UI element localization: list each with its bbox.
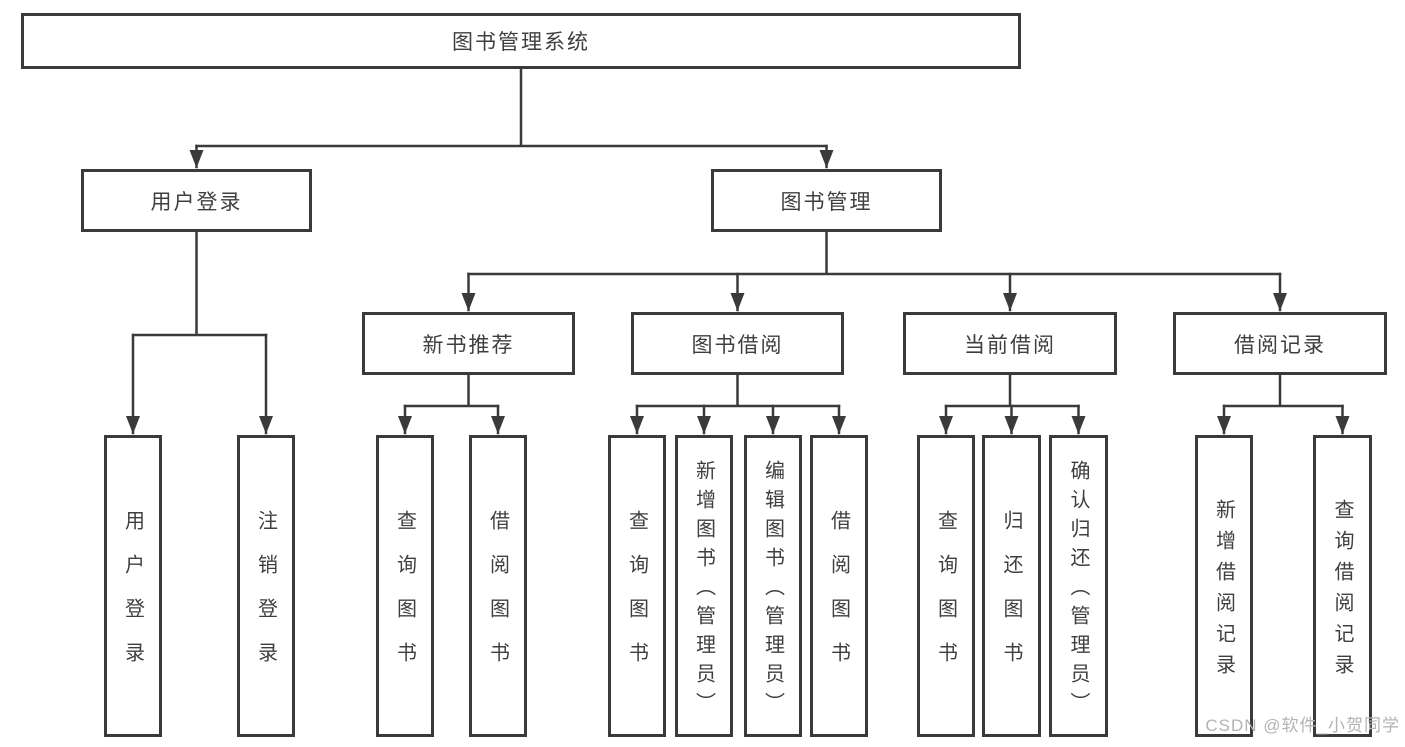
leaf-add-borrow-record: 新增借阅记录 [1195,435,1253,737]
leaf-add-book-admin: 新增图书（管理员） [675,435,733,737]
connector-current-borrow-group [939,373,1086,435]
connector-trunk [1222,373,1344,408]
node-label: 借阅图书 [486,510,509,686]
node-user-login: 用户登录 [81,169,312,232]
leaf-logout: 注销登录 [237,435,295,737]
node-label: 新书推荐 [422,333,515,357]
node-label: 当前借阅 [964,333,1056,357]
leaf-return-book: 归还图书 [982,435,1041,737]
leaf-user-login: 用户登录 [104,435,162,737]
node-label: 借阅记录 [1234,333,1326,357]
node-label: 新增图书（管理员） [692,460,715,721]
leaf-borrow-book: 借阅图书 [810,435,868,737]
node-label: 图书借阅 [691,333,784,357]
node-label: 新增借阅记录 [1212,498,1235,685]
connector-book-mgmt-to-level3 [461,230,1287,312]
connector-trunk [467,230,1282,276]
leaf-query-book-borrow: 查询图书 [608,435,666,737]
node-label: 图书管理 [780,190,873,214]
node-label: 查询图书 [625,510,648,686]
node-label: 查询借阅记录 [1331,498,1353,685]
connector-trunk [131,230,268,337]
node-borrow-record: 借阅记录 [1173,312,1387,375]
leaf-edit-book-admin: 编辑图书（管理员） [744,435,802,737]
node-label: 确认归还（管理员） [1067,460,1089,721]
node-new-book-recommend: 新书推荐 [362,312,575,375]
connector-book-borrow-group [630,373,846,435]
connector-trunk [635,373,841,408]
node-book-management: 图书管理 [711,169,942,232]
node-label: 查询图书 [393,510,416,686]
node-library-system: 图书管理系统 [21,13,1021,69]
connector-trunk [403,373,500,408]
watermark: CSDN @软件_小贺同学 [1205,716,1400,735]
node-label: 归还图书 [1000,510,1022,686]
connector-borrow-record-group [1217,373,1350,435]
connector-root-to-level2 [189,67,834,169]
node-label: 图书管理系统 [452,31,590,54]
leaf-query-book-newbook: 查询图书 [376,435,434,737]
node-current-borrow: 当前借阅 [903,312,1117,375]
connector-new-book-group [398,373,505,435]
node-label: 查询图书 [934,510,957,686]
connector-trunk [944,373,1080,408]
leaf-borrow-book-newbook: 借阅图书 [469,435,527,737]
node-label: 用户登录 [121,510,144,686]
connector-trunk [195,67,828,148]
connector-user-login-group [126,230,273,435]
node-label: 用户登录 [150,190,243,214]
node-label: 注销登录 [254,510,277,686]
leaf-query-book-current: 查询图书 [917,435,975,737]
node-label: 借阅图书 [827,510,850,686]
node-book-borrow: 图书借阅 [631,312,844,375]
leaf-query-borrow-record: 查询借阅记录 [1313,435,1372,737]
leaf-confirm-return-admin: 确认归还（管理员） [1049,435,1108,737]
node-label: 编辑图书（管理员） [761,460,784,721]
